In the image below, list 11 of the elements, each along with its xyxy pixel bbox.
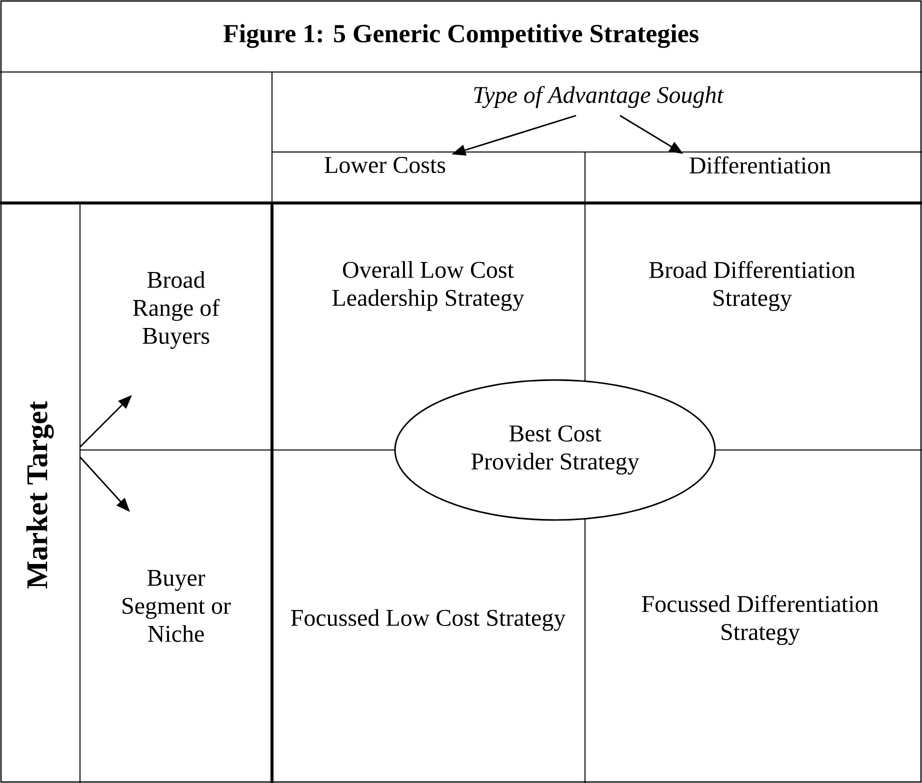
axis-heading: Type of Advantage Sought bbox=[474, 86, 724, 108]
strategy-cell: Broad Differentiation Strategy bbox=[649, 260, 856, 312]
row-heading: Broad Range of Buyers bbox=[133, 271, 220, 349]
column-heading: Lower Costs bbox=[324, 156, 446, 174]
axis-heading: Market Target bbox=[26, 401, 54, 588]
column-heading: Differentiation bbox=[690, 156, 831, 174]
strategy-cell: Focussed Differentiation Strategy bbox=[642, 594, 878, 646]
row-heading: Buyer Segment or Niche bbox=[122, 570, 231, 642]
strategy-cell: Focussed Low Cost Strategy bbox=[291, 609, 566, 631]
strategy-cell: Overall Low Cost Leadership Strategy bbox=[332, 261, 524, 311]
figure-title: Figure 1: 5 Generic Competitive Strategies bbox=[223, 24, 698, 48]
